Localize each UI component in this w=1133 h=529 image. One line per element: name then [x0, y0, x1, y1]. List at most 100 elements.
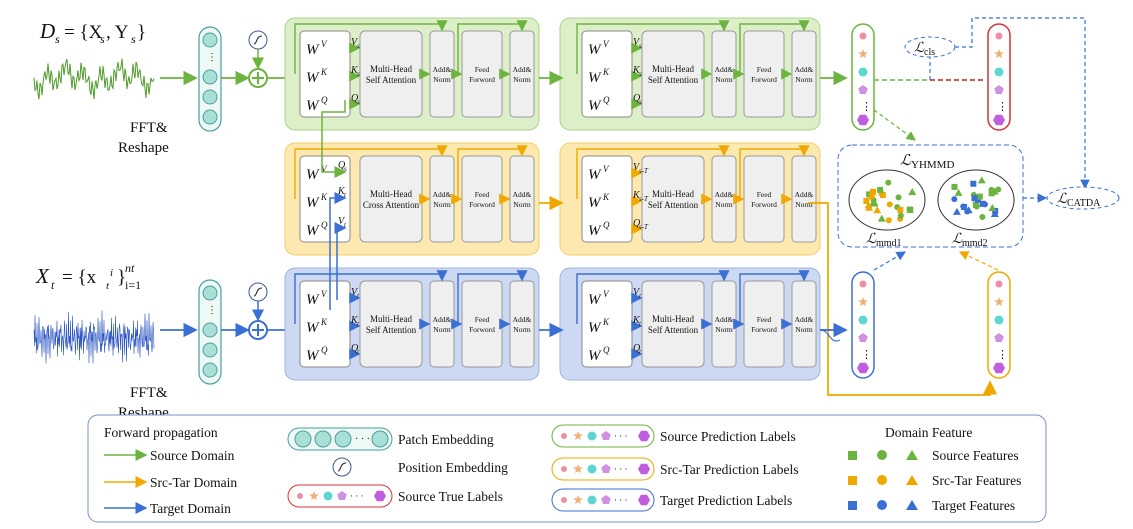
svg-text:W: W: [588, 70, 602, 86]
svg-text:mmd1: mmd1: [876, 238, 902, 249]
source-position-embedding-icon: [248, 30, 268, 50]
svg-text:s: s: [639, 98, 642, 106]
svg-text:Self Attention: Self Attention: [648, 75, 699, 85]
legend: Forward propagation Source Domain Src-Ta…: [87, 414, 1047, 523]
svg-text:W: W: [306, 348, 320, 364]
source-patch-embedding: ⋮: [198, 26, 222, 132]
svg-text:Add&: Add&: [715, 65, 734, 74]
svg-text:Add&: Add&: [795, 65, 814, 74]
legend-position-embedding: Position Embedding: [398, 460, 508, 475]
target-formula-sub: t: [51, 278, 55, 292]
svg-text:K: K: [350, 315, 359, 326]
svg-text:Norm: Norm: [433, 75, 451, 84]
svg-text:W: W: [306, 70, 320, 86]
svg-text:ℒ: ℒ: [952, 232, 963, 247]
svg-text:Norm: Norm: [513, 75, 531, 84]
mmd1-scatter: [863, 179, 917, 224]
svg-text:Norm: Norm: [513, 200, 531, 209]
svg-text:Forword: Forword: [751, 75, 777, 84]
target-prediction-labels-column: [851, 271, 875, 379]
source-formula-sub: s: [55, 32, 60, 46]
svg-text:V: V: [633, 37, 641, 48]
svg-text:Norm: Norm: [795, 325, 813, 334]
svg-text:W: W: [306, 223, 320, 239]
svg-text:⋮: ⋮: [861, 101, 872, 113]
legend-patch-embedding: Patch Embedding: [398, 432, 494, 447]
svg-text:V: V: [321, 164, 328, 174]
target-formula-lower: i=1: [125, 278, 141, 292]
svg-text:K: K: [320, 67, 328, 77]
svg-text:W: W: [306, 98, 320, 114]
legend-target-domain: Target Domain: [150, 501, 231, 516]
svg-text:Norm: Norm: [715, 75, 733, 84]
target-input-formula: X t = {x i t } nt i=1: [35, 261, 141, 292]
svg-text:Add&: Add&: [433, 315, 452, 324]
target-position-embedding-icon: [248, 282, 268, 302]
svg-text:· · ·: · · ·: [614, 431, 628, 441]
svg-text:W: W: [306, 42, 320, 58]
svg-text:Add&: Add&: [433, 65, 452, 74]
svg-text:Self Attention: Self Attention: [648, 325, 699, 335]
svg-text:Norm: Norm: [513, 325, 531, 334]
yhmmd-loss-box: ℒ YHMMD ℒ mmd1 ℒ mmd2: [837, 144, 1024, 249]
source-add-icon: [248, 68, 268, 88]
src-tar-to-output: [808, 202, 998, 396]
svg-text:K: K: [602, 192, 610, 202]
legend-domain-feature-title: Domain Feature: [885, 425, 972, 440]
svg-text:· · ·: · · ·: [614, 495, 628, 505]
svg-text:t: t: [357, 292, 360, 300]
svg-text:ℒ: ℒ: [900, 153, 912, 169]
svg-text:Q: Q: [603, 345, 610, 355]
legend-forward-title: Forward propagation: [104, 425, 218, 440]
svg-text:Multi-Head: Multi-Head: [652, 314, 694, 324]
legend-src-tar-domain: Src-Tar Domain: [150, 475, 237, 490]
loss-catda: ℒ CATDA: [1046, 186, 1120, 210]
svg-text:V: V: [633, 287, 641, 298]
svg-text:t: t: [357, 320, 360, 328]
svg-text:s-T: s-T: [639, 195, 649, 203]
svg-text:⋮: ⋮: [997, 101, 1008, 113]
legend-source-prediction-labels: Source Prediction Labels: [660, 429, 796, 444]
loss-cls: ℒ cls: [904, 36, 956, 58]
svg-text:W: W: [588, 42, 602, 58]
target-add-icon: [248, 320, 268, 340]
svg-text:Q: Q: [351, 343, 359, 354]
target-formula-close: }: [117, 267, 126, 288]
svg-text:Q: Q: [603, 220, 610, 230]
svg-text:W: W: [588, 223, 602, 239]
svg-text:Multi-Head: Multi-Head: [370, 64, 412, 74]
svg-text:⋮: ⋮: [997, 349, 1008, 361]
svg-text:s: s: [357, 98, 360, 106]
svg-text:Add&: Add&: [715, 190, 734, 199]
svg-text:t: t: [639, 292, 642, 300]
svg-text:Multi-Head: Multi-Head: [370, 314, 412, 324]
svg-text:Add&: Add&: [795, 190, 814, 199]
svg-text:V: V: [603, 164, 610, 174]
svg-text:ℒ: ℒ: [914, 41, 925, 56]
target-formula-x: X: [35, 264, 50, 288]
source-formula-d: D: [39, 19, 55, 43]
svg-text:V: V: [603, 39, 610, 49]
svg-text:ℒ: ℒ: [1057, 192, 1068, 207]
svg-text:W: W: [306, 167, 320, 183]
svg-text:Norm: Norm: [433, 200, 451, 209]
svg-text:· · ·: · · ·: [355, 434, 370, 445]
svg-text:YHMMD: YHMMD: [911, 159, 954, 171]
svg-text:V: V: [603, 289, 610, 299]
legend-source-features: Source Features: [932, 448, 1019, 463]
svg-text:V: V: [351, 37, 359, 48]
svg-text:W: W: [588, 348, 602, 364]
svg-text:W: W: [588, 320, 602, 336]
source-formula-rhs-sub: s: [100, 32, 105, 46]
kt-to-cross-attention: [329, 192, 347, 310]
svg-text:Feed: Feed: [475, 65, 490, 74]
svg-text:Add&: Add&: [513, 65, 532, 74]
svg-text:K: K: [632, 190, 641, 201]
svg-text:Forword: Forword: [751, 200, 777, 209]
svg-text:Forword: Forword: [469, 200, 495, 209]
svg-text:Add&: Add&: [433, 190, 452, 199]
svg-text:cls: cls: [924, 47, 935, 58]
